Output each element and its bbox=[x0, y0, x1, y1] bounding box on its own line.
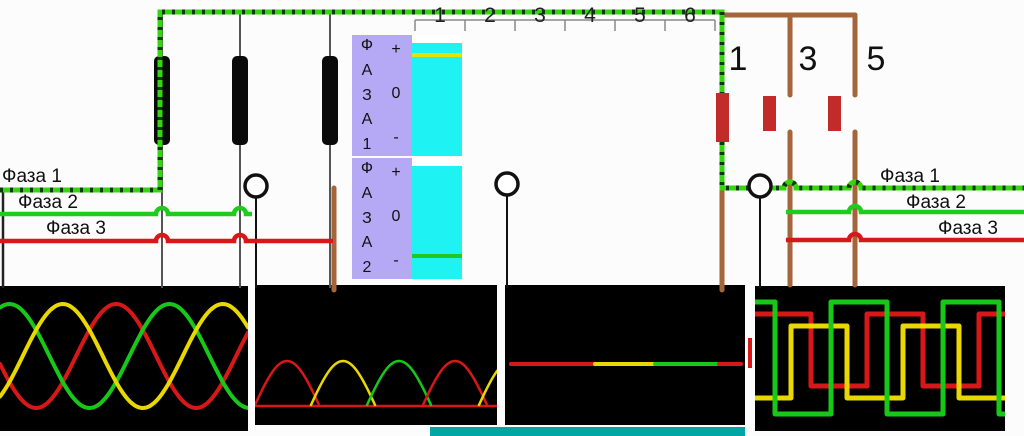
plus-sign: + bbox=[391, 41, 401, 58]
minus-sign: - bbox=[393, 129, 399, 146]
oscilloscope-dc bbox=[505, 285, 745, 425]
phase1-label-left: Фаза 1 bbox=[2, 166, 62, 187]
phase3-label-left: Фаза 3 bbox=[46, 218, 106, 239]
screen-highlight bbox=[412, 158, 462, 166]
panel1-letter: З bbox=[362, 86, 372, 104]
phase2-indicator-panel: Ф А З А 2 + 0 - bbox=[352, 158, 462, 279]
diode-3[interactable] bbox=[322, 56, 338, 145]
phase1-indicator-panel: Ф А З А 1 + 0 - bbox=[352, 35, 462, 156]
ruler-mark-5: 5 bbox=[634, 4, 646, 27]
ruler-mark-2: 2 bbox=[484, 4, 496, 27]
phase3-label-right: Фаза 3 bbox=[938, 218, 998, 239]
ruler-mark-1: 1 bbox=[434, 4, 446, 27]
diodes bbox=[154, 56, 338, 145]
panel1-letter: А bbox=[361, 61, 373, 79]
phase2-label-right: Фаза 2 bbox=[906, 192, 966, 213]
oscilloscope-square bbox=[755, 286, 1005, 431]
panel1-letter: А bbox=[361, 111, 373, 129]
phase2-panel-label: Ф А З А 2 + 0 - bbox=[352, 158, 412, 279]
ruler-mark-6: 6 bbox=[684, 4, 696, 27]
phase2-indicator-screen bbox=[412, 158, 462, 279]
switch-contact-5[interactable] bbox=[828, 96, 841, 131]
panel2-letter: Ф bbox=[360, 160, 374, 177]
ruler-mark-3: 3 bbox=[534, 4, 546, 27]
switch-label-1: 1 bbox=[728, 40, 748, 78]
phase1-level-marker bbox=[412, 53, 462, 57]
phase2-label-left: Фаза 2 bbox=[18, 192, 78, 213]
diode-2[interactable] bbox=[232, 56, 248, 145]
ruler-mark-4: 4 bbox=[584, 4, 596, 27]
oscilloscope-three-phase bbox=[0, 286, 248, 431]
window-edge-bar bbox=[430, 427, 745, 436]
probe-3[interactable] bbox=[747, 173, 773, 199]
panel2-letter: 2 bbox=[362, 259, 372, 276]
probe-2[interactable] bbox=[494, 171, 520, 197]
plus-sign: + bbox=[391, 164, 401, 181]
ruler-ticks bbox=[414, 19, 716, 31]
panel1-letter: 1 bbox=[362, 136, 372, 153]
oscilloscope-rectified bbox=[255, 285, 497, 425]
zero-sign: 0 bbox=[391, 208, 401, 225]
screen-highlight bbox=[412, 35, 462, 43]
panel2-letter: А bbox=[361, 234, 373, 252]
switch-label-5: 5 bbox=[866, 40, 886, 78]
phase1-label-right: Фаза 1 bbox=[880, 166, 940, 187]
thyristor-contacts bbox=[716, 93, 841, 142]
panel2-letter: А bbox=[361, 184, 373, 202]
probes bbox=[243, 171, 773, 199]
switch-contact-1[interactable] bbox=[716, 93, 729, 142]
probe-1[interactable] bbox=[243, 173, 269, 199]
panel2-letter: З bbox=[362, 209, 372, 227]
phase1-panel-label: Ф А З А 1 + 0 - bbox=[352, 35, 412, 156]
panel1-letter: Ф bbox=[360, 37, 374, 54]
switch-label-3: 3 bbox=[798, 40, 818, 78]
phase2-wires bbox=[0, 203, 1024, 217]
phase3-wires bbox=[0, 231, 1024, 244]
phase2-level-marker bbox=[412, 254, 462, 258]
phase1-indicator-screen bbox=[412, 35, 462, 156]
highlighted-phase1-wire bbox=[0, 9, 1024, 193]
zero-sign: 0 bbox=[391, 85, 401, 102]
switch-contact-3[interactable] bbox=[763, 96, 776, 131]
minus-sign: - bbox=[393, 252, 399, 269]
